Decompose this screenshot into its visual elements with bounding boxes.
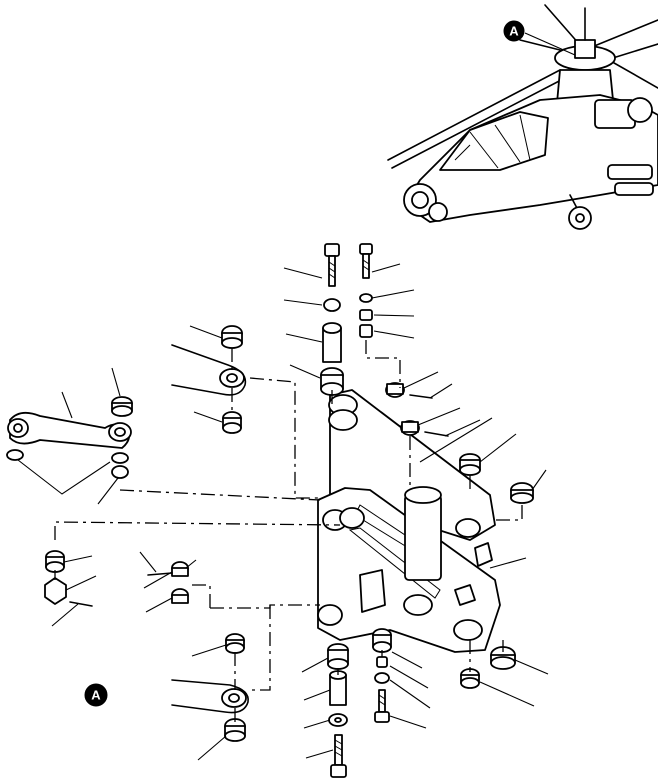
callout-a-top-label: A (509, 24, 519, 39)
upper-bolt-stack (320, 243, 344, 396)
helicopter-illustration (387, 4, 658, 230)
link-rod-assembly (6, 396, 133, 479)
detail-a-label: A (84, 683, 108, 707)
lower-left-bolt-stack (327, 643, 349, 778)
left-small-hardware (44, 550, 189, 607)
assembly-centerlines (54, 340, 523, 722)
support-fitting-assembly (317, 389, 501, 653)
callout-a-top: A (503, 20, 525, 42)
leader-lines (17, 263, 549, 761)
right-bushings (459, 453, 534, 689)
upper-rod-end (171, 325, 247, 434)
lower-right-bolt-stack (372, 628, 392, 723)
upper-right-bolt-stack (359, 243, 449, 437)
detail-a-label-text: A (91, 688, 101, 703)
